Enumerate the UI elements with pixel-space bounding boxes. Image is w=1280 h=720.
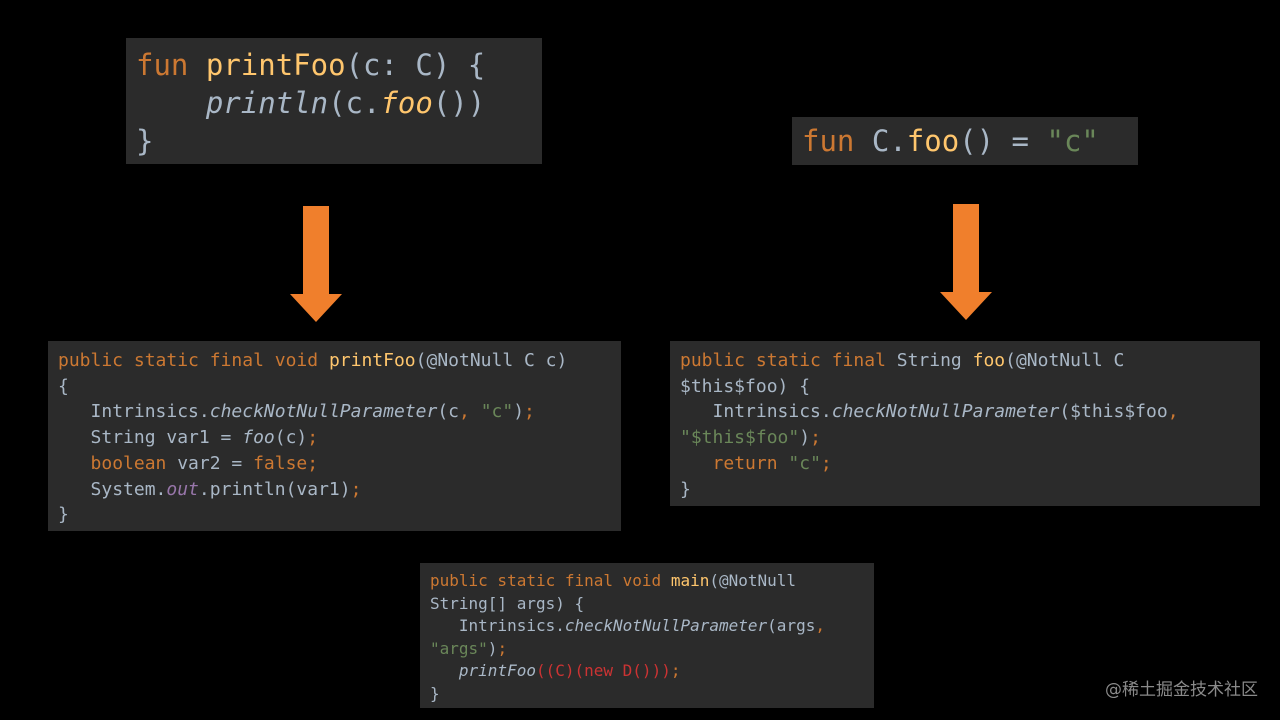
code-line: printFoo((C)(new D())); — [458, 661, 681, 680]
code-line: Intrinsics.checkNotNullParameter(c, "c")… — [90, 401, 535, 423]
code-line: public static final void printFoo(@NotNu… — [58, 350, 568, 371]
code-line: "$this$foo"); — [680, 427, 821, 449]
code-line: fun printFoo(c: C) { — [136, 48, 486, 82]
code-line: { — [58, 375, 69, 397]
code-line: "args"); — [430, 638, 508, 658]
kotlin-extension-snippet: fun C.foo() = "c" — [792, 117, 1138, 165]
java-foo-snippet: public static final String foo(@NotNull … — [670, 341, 1260, 506]
code-line: String var1 = foo(c); — [90, 427, 319, 449]
java-main-snippet: public static final void main(@NotNull S… — [420, 563, 874, 708]
code-line: String[] args) { — [430, 593, 585, 613]
code-line: } — [680, 478, 691, 500]
code-line: public static final String foo(@NotNull … — [680, 350, 1125, 371]
code-line: Intrinsics.checkNotNullParameter($this$f… — [712, 401, 1179, 423]
code-line: $this$foo) { — [680, 375, 811, 397]
code-line: System.out.println(var1); — [90, 478, 362, 500]
code-line: println(c.foo()) — [205, 86, 486, 120]
code-line: } — [136, 124, 154, 158]
code-line: boolean var2 = false; — [90, 452, 319, 474]
arrow-down-icon — [940, 204, 992, 320]
code-line: } — [430, 683, 440, 703]
code-line: Intrinsics.checkNotNullParameter(args, — [458, 616, 825, 635]
code-line: return "c"; — [712, 452, 832, 474]
java-printfoo-snippet: public static final void printFoo(@NotNu… — [48, 341, 621, 531]
kotlin-printfoo-snippet: fun printFoo(c: C) { println(c.foo()) } — [126, 38, 542, 164]
code-line: } — [58, 504, 69, 526]
arrow-down-icon — [290, 206, 342, 322]
code-line: public static final void main(@NotNull — [430, 571, 797, 590]
watermark: @稀土掘金技术社区 — [1105, 680, 1258, 700]
